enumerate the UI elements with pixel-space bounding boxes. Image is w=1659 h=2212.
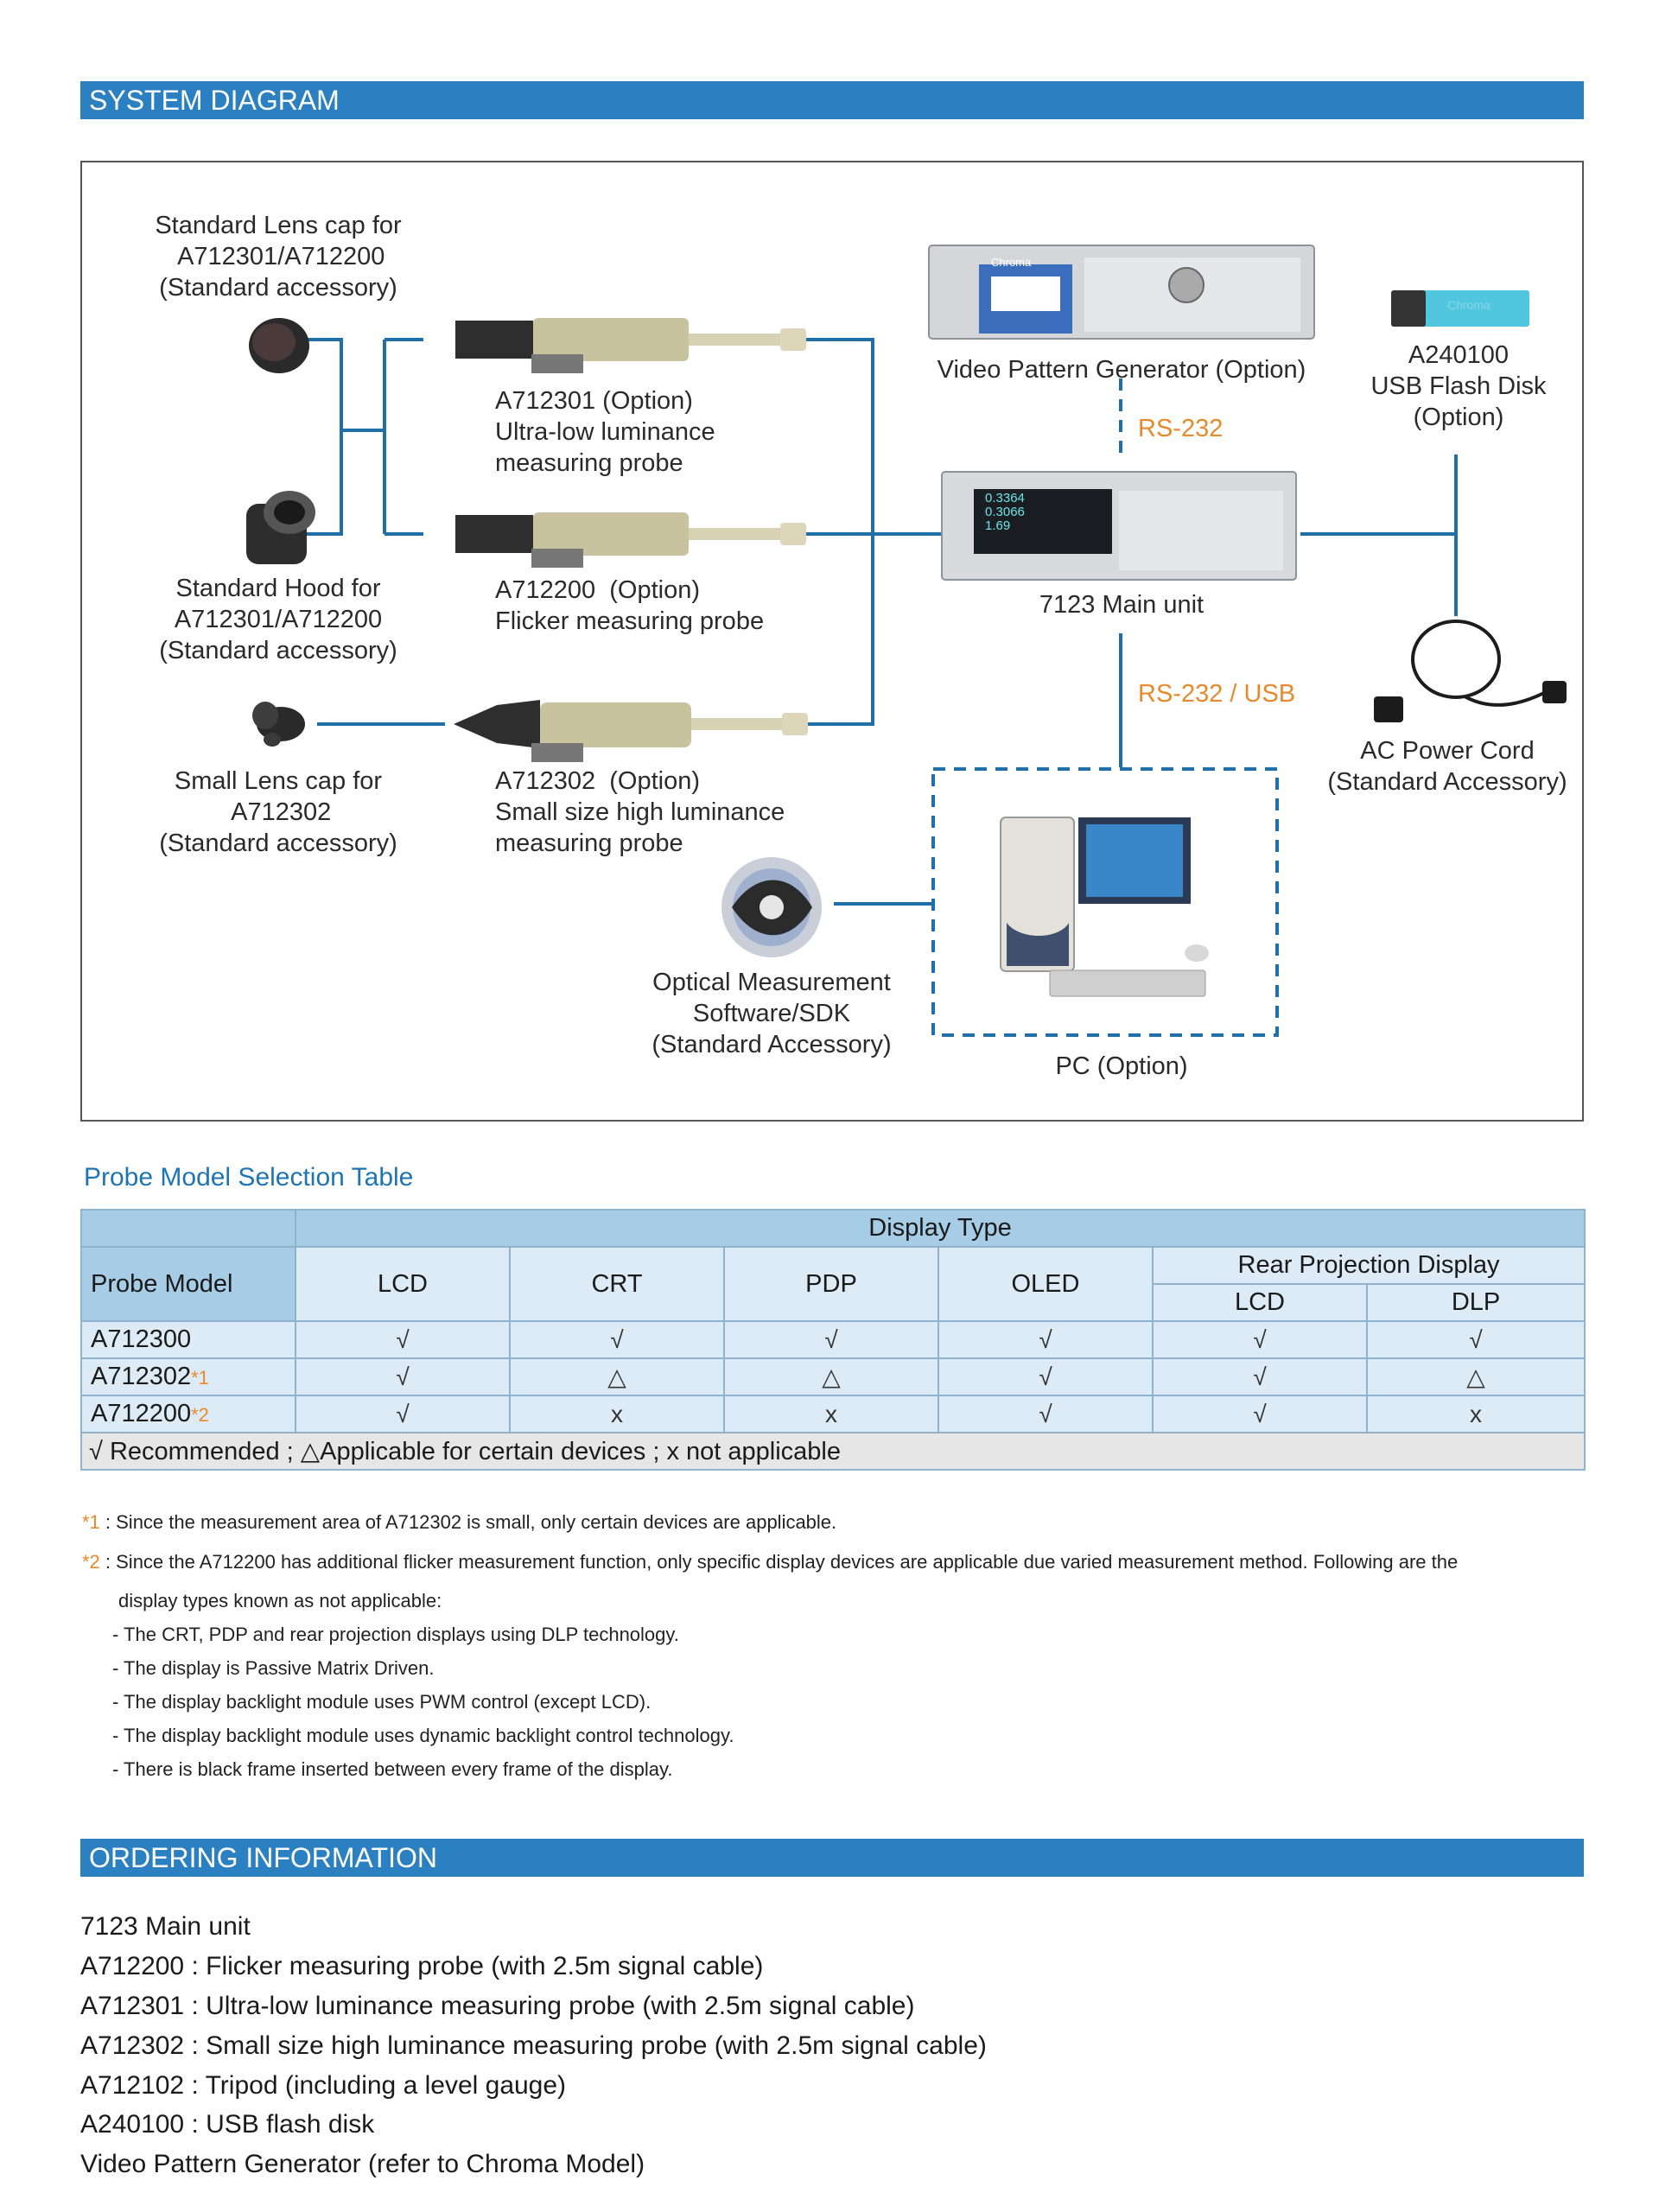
video-pattern-generator-icon (928, 245, 1315, 340)
ac-power-cord-icon (1411, 620, 1552, 707)
display-type-header: Display Type (294, 1209, 1586, 1248)
lens-cap-icon (249, 318, 309, 373)
probe-a712302-icon (454, 700, 808, 762)
rear-projection-header: Rear Projection Display (1151, 1246, 1586, 1285)
main-unit-label: 7123 Main unit (1039, 591, 1205, 619)
vpg-brand-text: Chroma (991, 256, 1032, 269)
probe-a712302-label: A712302 (Option) Small size high luminan… (495, 767, 785, 857)
table-cell: x (723, 1395, 939, 1433)
table-cell: √ (938, 1395, 1154, 1433)
table-cell: √ (1365, 1320, 1586, 1359)
col-header-lcd: LCD (295, 1246, 511, 1322)
note-2: *2 : Since the A712200 has additional fl… (82, 1551, 1459, 1573)
order-item: Video Pattern Generator (refer to Chroma… (80, 2150, 645, 2178)
note-bullet: - There is black frame inserted between … (112, 1758, 673, 1780)
table-cell: √ (1152, 1395, 1368, 1433)
main-unit-display-line3: 1.69 (985, 518, 1011, 533)
main-unit-display-line1: 0.3364 (985, 491, 1025, 505)
usb-flash-disk-icon (1391, 290, 1529, 327)
table-row: A712200*2 √ x x √ √ x (80, 1395, 1586, 1433)
software-disc-icon (721, 857, 822, 957)
table-cell: △ (509, 1357, 725, 1396)
lens-cap-label: Standard Lens cap for A712301/A712200 (S… (155, 212, 402, 302)
rs232-label: RS-232 (1138, 415, 1224, 442)
probe-a712200-icon (455, 512, 806, 568)
col-header-rear-dlp: DLP (1365, 1283, 1586, 1322)
col-header-crt: CRT (509, 1246, 725, 1322)
system-diagram-header: SYSTEM DIAGRAM (80, 81, 1584, 119)
col-header-pdp: PDP (723, 1246, 939, 1322)
note-bullet: - The display is Passive Matrix Driven. (112, 1657, 435, 1679)
table-cell: √ (723, 1320, 939, 1359)
order-item: A712302 : Small size high luminance meas… (80, 2031, 987, 2060)
vpg-label: Video Pattern Generator (Option) (937, 356, 1306, 384)
table-row: A712302*1 √ △ △ √ √ △ (80, 1357, 1586, 1396)
main-unit-display-line2: 0.3066 (985, 505, 1025, 519)
order-item: A712102 : Tripod (including a level gaug… (80, 2071, 567, 2100)
probe-model-header: Probe Model (80, 1246, 296, 1322)
note-bullet: - The CRT, PDP and rear projection displ… (112, 1624, 679, 1645)
order-item: A712200 : Flicker measuring probe (with … (80, 1952, 764, 1980)
table-cell: x (509, 1395, 725, 1433)
table-cell: △ (1365, 1357, 1586, 1396)
small-cap-icon (252, 702, 305, 747)
table-cell: √ (509, 1320, 725, 1359)
diagram-connections (246, 245, 1567, 1037)
row-model: A712302*1 (80, 1357, 296, 1396)
ac-power-label: AC Power Cord (Standard Accessory) (1327, 737, 1567, 796)
pc-icon (1000, 817, 1209, 997)
table-legend: √ Recommended ; △Applicable for certain … (79, 1432, 1586, 1471)
table-cell: √ (295, 1357, 511, 1396)
note-2-continued: display types known as not applicable: (118, 1590, 442, 1611)
order-item: 7123 Main unit (80, 1912, 251, 1941)
system-diagram: Chroma 0.3364 0.3066 1.69 Chroma Standar… (80, 161, 1584, 1122)
usb-brand-text: Chroma (1447, 298, 1491, 312)
table-cell: △ (723, 1357, 939, 1396)
ordering-information-header: ORDERING INFORMATION (80, 1839, 1584, 1877)
table-cell: √ (295, 1395, 511, 1433)
table-cell: √ (295, 1320, 511, 1359)
note-bullet: - The display backlight module uses dyna… (112, 1725, 734, 1746)
row-model: A712300 (80, 1320, 296, 1359)
hood-icon (246, 491, 315, 564)
probe-model-table: Display Type Probe Model LCD CRT PDP OLE… (79, 1209, 1586, 1471)
main-unit-icon (941, 471, 1297, 581)
table-cell: √ (938, 1320, 1154, 1359)
probe-a712200-label: A712200 (Option) Flicker measuring probe (495, 576, 765, 635)
table-row: A712300 √ √ √ √ √ √ (80, 1320, 1586, 1359)
table-cell: √ (938, 1357, 1154, 1396)
table-corner (80, 1209, 296, 1248)
small-cap-label: Small Lens cap for A712302 (Standard acc… (159, 767, 397, 857)
note-1: *1 : Since the measurement area of A7123… (82, 1511, 837, 1533)
software-label: Optical Measurement Software/SDK (Standa… (652, 969, 892, 1058)
col-header-oled: OLED (938, 1246, 1154, 1322)
table-cell: √ (1152, 1357, 1368, 1396)
probe-a712301-icon (455, 318, 806, 373)
pc-label: PC (Option) (1055, 1052, 1188, 1080)
hood-label: Standard Hood for A712301/A712200 (Stand… (159, 575, 397, 664)
order-item: A712301 : Ultra-low luminance measuring … (80, 1992, 915, 2020)
order-item: A240100 : USB flash disk (80, 2110, 375, 2139)
rs232-usb-label: RS-232 / USB (1138, 680, 1296, 708)
table-cell: x (1365, 1395, 1586, 1433)
table-title: Probe Model Selection Table (84, 1163, 414, 1192)
probe-a712301-label: A712301 (Option) Ultra-low luminance mea… (495, 387, 715, 477)
col-header-rear-lcd: LCD (1152, 1283, 1368, 1322)
table-cell: √ (1152, 1320, 1368, 1359)
usb-flash-label: A240100 USB Flash Disk (Option) (1370, 341, 1547, 431)
note-bullet: - The display backlight module uses PWM … (112, 1691, 652, 1713)
row-model: A712200*2 (80, 1395, 296, 1433)
